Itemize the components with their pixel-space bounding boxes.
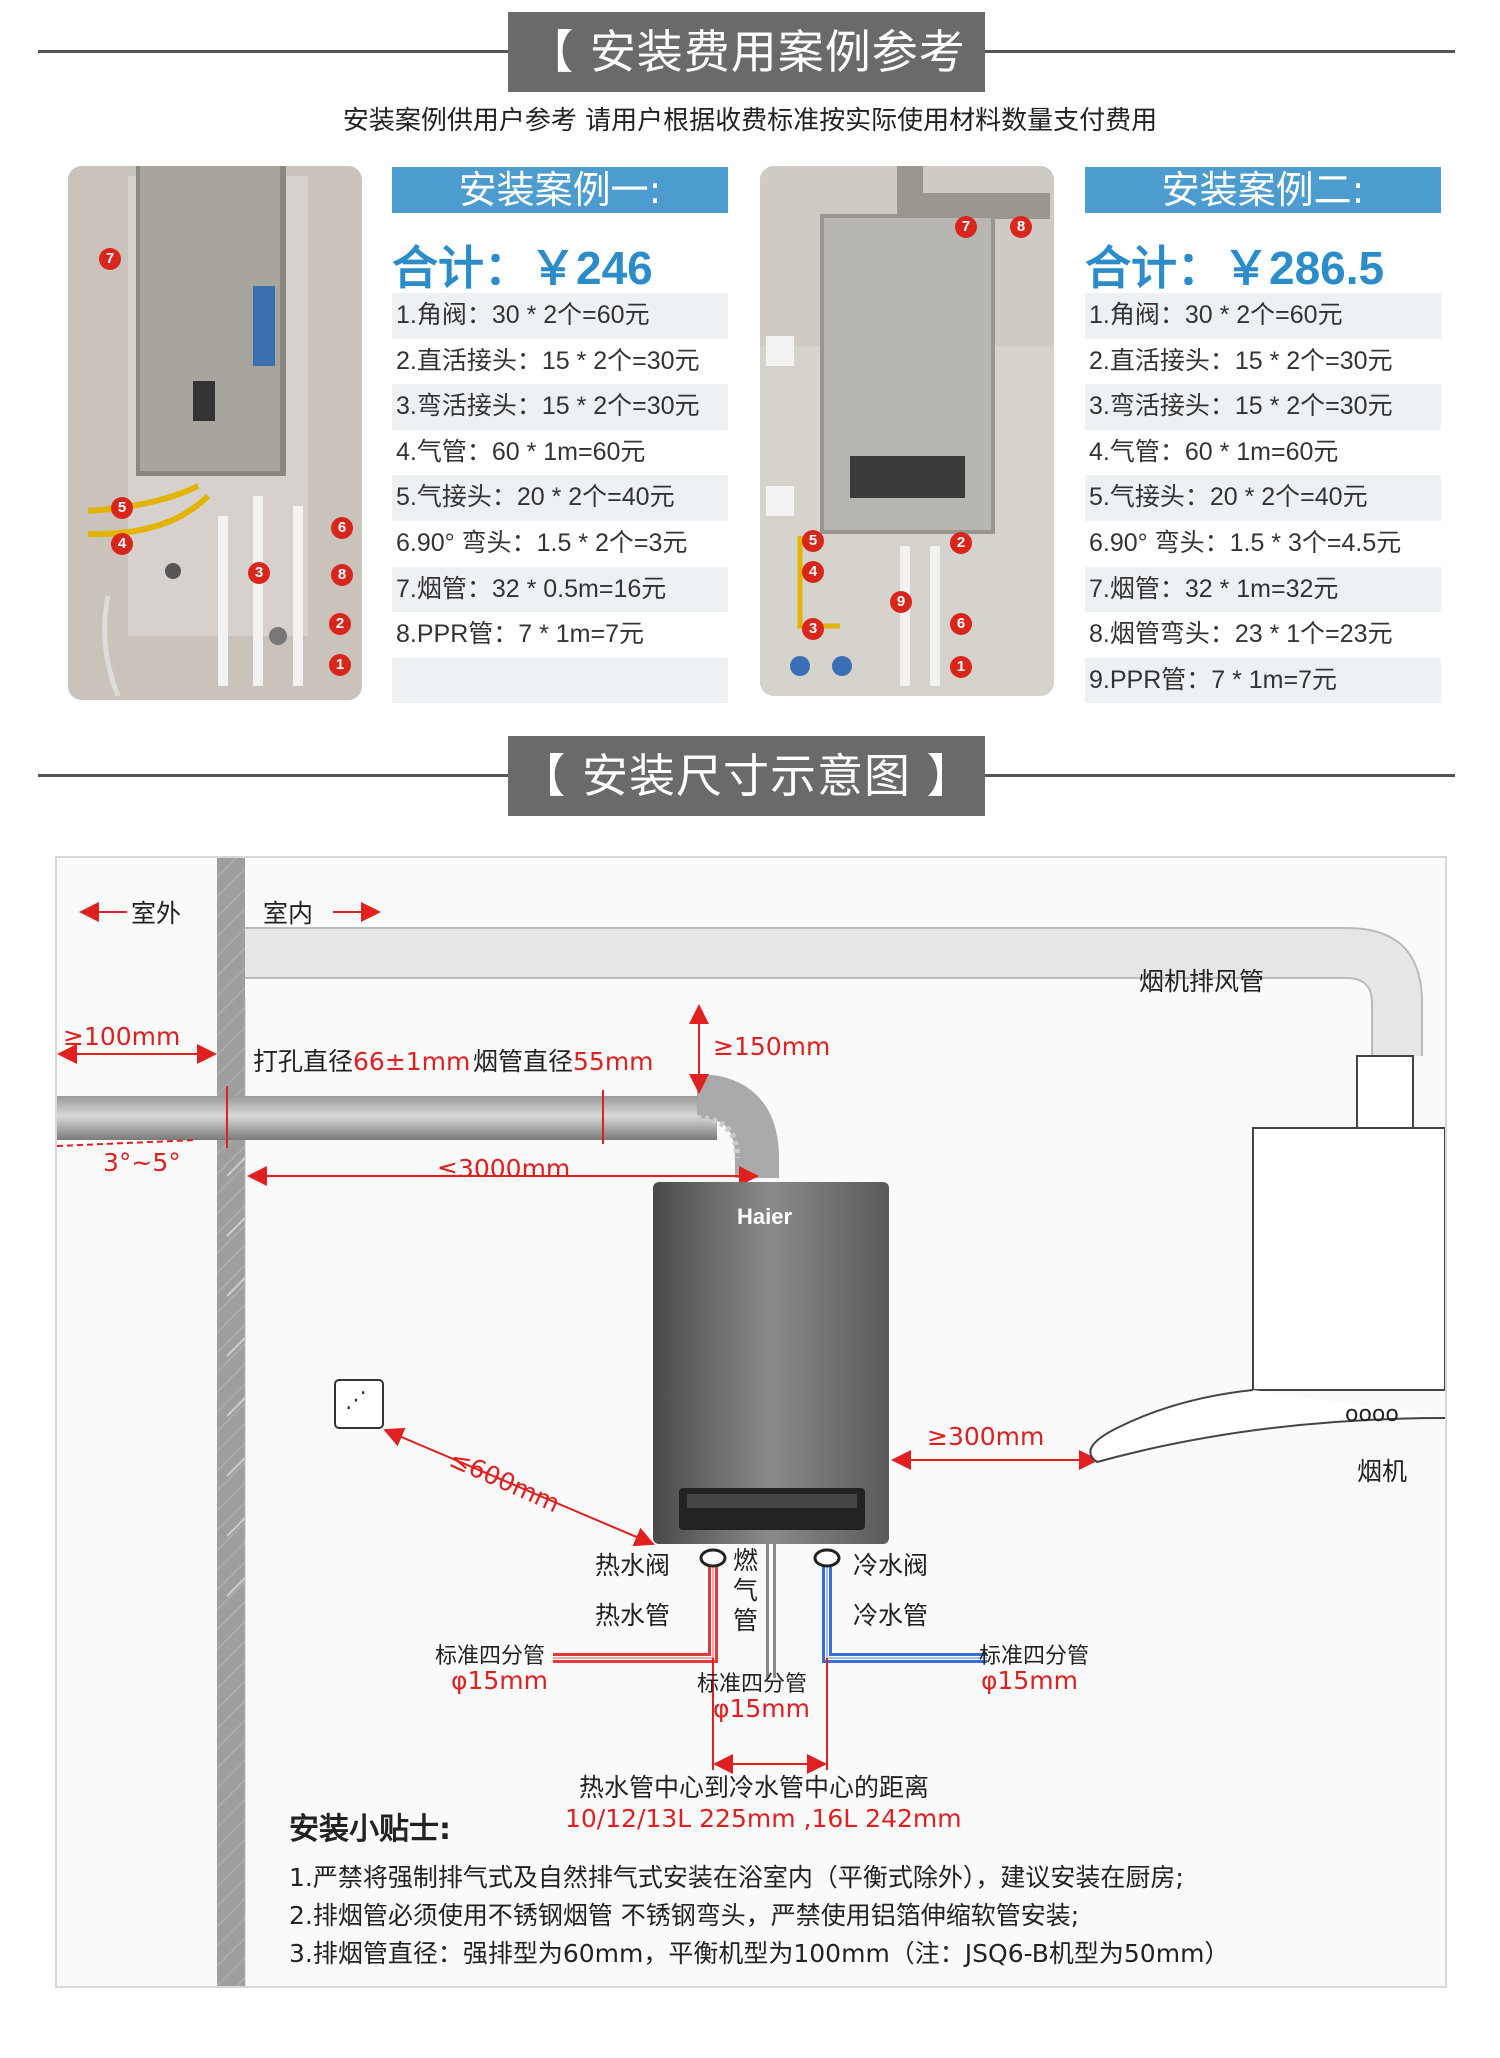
tips-title: 安装小贴士:: [289, 1812, 451, 1847]
section1-subtitle: 安装案例供用户参考 请用户根据收费标准按实际使用材料数量支付费用: [342, 106, 1158, 136]
case2-photo-illustration: [760, 166, 1054, 696]
case1-header: 安装案例一:: [392, 167, 728, 213]
hot-std-pipe-label: 标准四分管: [435, 1644, 546, 1669]
case2-tag-3: 3: [802, 618, 824, 640]
case1-tag-2: 2: [329, 613, 351, 635]
list-item: 8.PPR管：7 * 1m=7元: [396, 620, 645, 649]
case2-total: 合计：￥286.5: [1085, 242, 1385, 294]
list-item: 4.气管：60 * 1m=60元: [1089, 437, 1339, 466]
hole-diameter-value: 66±1mm: [353, 1047, 471, 1076]
list-item: 6.90° 弯头：1.5 * 2个=3元: [396, 528, 688, 557]
list-item: 7.烟管：32 * 0.5m=16元: [392, 566, 728, 613]
wall-gap-label: ≥100mm: [63, 1022, 181, 1051]
case2-tag-4: 4: [802, 561, 824, 583]
section1-line-right: [985, 50, 1455, 53]
case2-items: 1.角阀：30 * 2个=60元 2.直活接头：15 * 2个=30元 3.弯活…: [1085, 293, 1441, 704]
center-distance-value: 10/12/13L 225mm ,16L 242mm: [565, 1804, 962, 1833]
list-item: 2.直活接头：15 * 2个=30元: [1089, 346, 1393, 375]
section1-line-left: [38, 50, 508, 53]
case2-tag-2: 2: [950, 532, 972, 554]
case1-tag-6: 6: [331, 517, 353, 539]
hot-valve-label: 热水阀: [595, 1551, 671, 1580]
case1-tag-1: 1: [329, 654, 351, 676]
pipe-diameter-value: 55mm: [573, 1047, 654, 1076]
case1-tag-8: 8: [331, 564, 353, 586]
list-item: 3.弯活接头：15 * 2个=30元: [392, 384, 728, 430]
hot-diameter-label: φ15mm: [451, 1666, 549, 1695]
tip-2: 2.排烟管必须使用不锈钢烟管 不锈钢弯头，严禁使用铝箔伸缩软管安装;: [289, 1901, 1080, 1930]
tip-3: 3.排烟管直径：强排型为60mm，平衡机型为100mm（注：JSQ6-B机型为5…: [289, 1939, 1230, 1968]
case1-photo-illustration: [68, 166, 362, 700]
list-item: [392, 657, 728, 704]
case1-photo: 7 5 4 3 6 8 2 1: [68, 166, 362, 700]
section2-line-left: [38, 774, 508, 777]
hood-indicator-dots: oooo: [1345, 1402, 1399, 1427]
outdoor-label: 室外: [131, 899, 182, 928]
list-item: 4.气管：60 * 1m=60元: [396, 437, 646, 466]
cold-valve-label: 冷水阀: [853, 1551, 929, 1580]
max-length-label: ≤3000mm: [437, 1154, 571, 1183]
list-item: 3.弯活接头：15 * 2个=30元: [1085, 384, 1441, 430]
gas-std-pipe-label: 标准四分管: [697, 1672, 808, 1697]
list-item: 9.PPR管：7 * 1m=7元: [1085, 657, 1441, 704]
pipe-diameter: 烟管直径55mm: [473, 1042, 654, 1078]
case1-tag-5: 5: [111, 497, 133, 519]
cold-diameter-label: φ15mm: [981, 1666, 1079, 1695]
section2-title: 【 安装尺寸示意图 】: [508, 736, 985, 816]
slope-label: 3°~5°: [103, 1148, 181, 1177]
top-clearance-label: ≥150mm: [713, 1032, 831, 1061]
brand-logo: Haier: [737, 1204, 793, 1229]
list-item: 5.气接头：20 * 2个=40元: [1085, 475, 1441, 521]
section2-line-right: [985, 774, 1455, 777]
hood-duct-label: 烟机排风管: [1139, 967, 1265, 996]
hot-pipe-label: 热水管: [595, 1601, 671, 1630]
case2-tag-8: 8: [1010, 216, 1032, 238]
gas-diameter-label: φ15mm: [713, 1694, 811, 1723]
case2-tag-1: 1: [950, 656, 972, 678]
hood-distance-label: ≥300mm: [927, 1422, 1045, 1451]
case2-tag-6: 6: [950, 613, 972, 635]
case1-tag-3: 3: [248, 562, 270, 584]
case1-tag-7: 7: [99, 248, 121, 270]
gas-pipe-label: 燃气管: [733, 1546, 759, 1635]
diagram-drawing: [57, 858, 1445, 1986]
case1-tag-4: 4: [111, 533, 133, 555]
hood-label: 烟机: [1357, 1457, 1408, 1486]
installation-diagram: ⋰ 室外 室内 烟机排风管 ≥100mm 打孔直径66±1mm 烟管直径55mm…: [55, 856, 1447, 1988]
pipe-diameter-label: 烟管直径: [473, 1047, 574, 1076]
case2-tag-9: 9: [890, 591, 912, 613]
cold-std-pipe-label: 标准四分管: [979, 1644, 1090, 1669]
tip-1: 1.严禁将强制排气式及自然排气式安装在浴室内（平衡式除外），建议安装在厨房;: [289, 1863, 1184, 1892]
section1-title: 【 安装费用案例参考 】: [508, 12, 985, 159]
hole-diameter: 打孔直径66±1mm: [253, 1042, 470, 1078]
list-item: 7.烟管：32 * 1m=32元: [1085, 566, 1441, 613]
case2-photo: 7 8 5 2 4 9 3 6 1: [760, 166, 1054, 696]
case2-tag-7: 7: [955, 216, 977, 238]
case2-header: 安装案例二:: [1085, 167, 1441, 213]
list-item: 1.角阀：30 * 2个=60元: [1085, 293, 1441, 339]
case1-total: 合计：￥246: [392, 242, 653, 294]
list-item: 8.烟管弯头：23 * 1个=23元: [1089, 620, 1393, 649]
list-item: 6.90° 弯头：1.5 * 3个=4.5元: [1089, 528, 1402, 557]
power-socket-icon: ⋰: [345, 1388, 367, 1413]
case2-tag-5: 5: [802, 530, 824, 552]
cold-pipe-label: 冷水管: [853, 1601, 929, 1630]
list-item: 1.角阀：30 * 2个=60元: [392, 293, 728, 339]
list-item: 5.气接头：20 * 2个=40元: [392, 475, 728, 521]
case1-items: 1.角阀：30 * 2个=60元 2.直活接头：15 * 2个=30元 3.弯活…: [392, 293, 728, 704]
hole-diameter-label: 打孔直径: [253, 1047, 354, 1076]
center-distance-label: 热水管中心到冷水管中心的距离: [579, 1773, 930, 1802]
indoor-label: 室内: [263, 899, 314, 928]
list-item: 2.直活接头：15 * 2个=30元: [396, 346, 700, 375]
